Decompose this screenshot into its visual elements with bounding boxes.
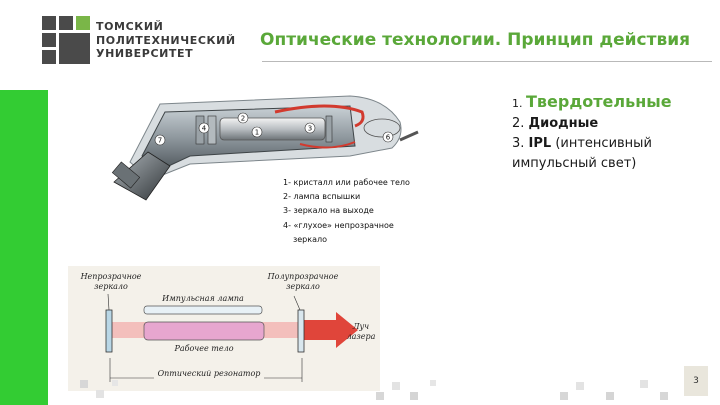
page-number-box	[684, 366, 708, 396]
list-item-2-text: Диодные	[528, 116, 599, 131]
legend-item-3: 3- зеркало на выходе	[283, 206, 374, 216]
label-semitransparent-mirror-line2: зеркало	[286, 282, 320, 291]
label-semitransparent-mirror: Полупрозрачное зеркало	[258, 272, 348, 292]
label-opaque-mirror: Непрозрачное зеркало	[76, 272, 146, 292]
laser-types-list: 1. Твердотельные 2. Диодные 3. IPL (инте…	[512, 92, 672, 174]
resonator-diagram: Непрозрачное зеркало Полупрозрачное зерк…	[68, 266, 380, 391]
list-item-1-text: Твердотельные	[526, 92, 672, 111]
label-semitransparent-mirror-line1: Полупрозрачное	[267, 272, 339, 281]
university-logo: ТОМСКИЙ ПОЛИТЕХНИЧЕСКИЙ УНИВЕРСИТЕТ	[42, 16, 242, 66]
list-item-2-number: 2.	[512, 116, 529, 131]
callout-3: 3	[308, 125, 312, 133]
callout-6: 6	[386, 134, 391, 142]
list-item-3-text: (интенсивный	[551, 136, 652, 151]
label-opaque-mirror-line2: зеркало	[94, 282, 128, 291]
logo-line-3: УНИВЕРСИТЕТ	[96, 47, 194, 60]
logo-line-2: ПОЛИТЕХНИЧЕСКИЙ	[96, 33, 236, 47]
logo-line-1: ТОМСКИЙ	[96, 20, 164, 33]
list-item-3: 3. IPL (интенсивный	[512, 134, 672, 154]
page-number: 3	[693, 376, 699, 386]
label-optical-resonator: Оптический резонатор	[154, 369, 264, 379]
list-item-3-number: 3.	[512, 136, 529, 151]
slide-title: Оптические технологии. Принцип действия	[260, 30, 691, 50]
list-item-3-bold: IPL	[528, 136, 552, 151]
legend-item-1: 1- кристалл или рабочее тело	[283, 178, 410, 187]
figure-legend: 1- кристалл или рабочее тело 2- лампа вс…	[283, 176, 410, 247]
callout-7: 7	[158, 137, 162, 145]
logo-text: ТОМСКИЙ ПОЛИТЕХНИЧЕСКИЙ УНИВЕРСИТЕТ	[96, 20, 236, 61]
legend-item-4: 4- «глухое» непрозрачное	[283, 220, 394, 230]
list-item-3-cont: импульсный свет)	[512, 156, 637, 171]
legend-item-4-cont: зеркало	[293, 234, 327, 244]
list-item-2: 2. Диодные	[512, 114, 672, 134]
label-flash-lamp: Импульсная лампа	[162, 294, 244, 303]
label-laser-beam-line1: Луч	[352, 322, 370, 331]
list-item-1-number: 1.	[512, 97, 526, 110]
title-divider	[262, 61, 712, 62]
label-working-body: Рабочее тело	[174, 344, 234, 353]
logo-mark-icon	[42, 16, 90, 64]
label-laser-beam-line2: лазера	[346, 332, 376, 341]
side-accent-bar	[0, 90, 48, 405]
legend-item-2: 2- лампа вспышки	[283, 192, 361, 202]
label-opaque-mirror-line1: Непрозрачное	[80, 272, 142, 281]
callout-4: 4	[202, 125, 207, 133]
laser-handpiece-image: 7 4 2 1 3 6	[111, 95, 419, 201]
callout-2: 2	[241, 115, 245, 123]
resonator-drawing	[105, 293, 358, 382]
label-laser-beam: Луч лазера	[344, 322, 378, 342]
callout-1: 1	[255, 129, 259, 137]
list-item-1: 1. Твердотельные	[512, 92, 672, 114]
